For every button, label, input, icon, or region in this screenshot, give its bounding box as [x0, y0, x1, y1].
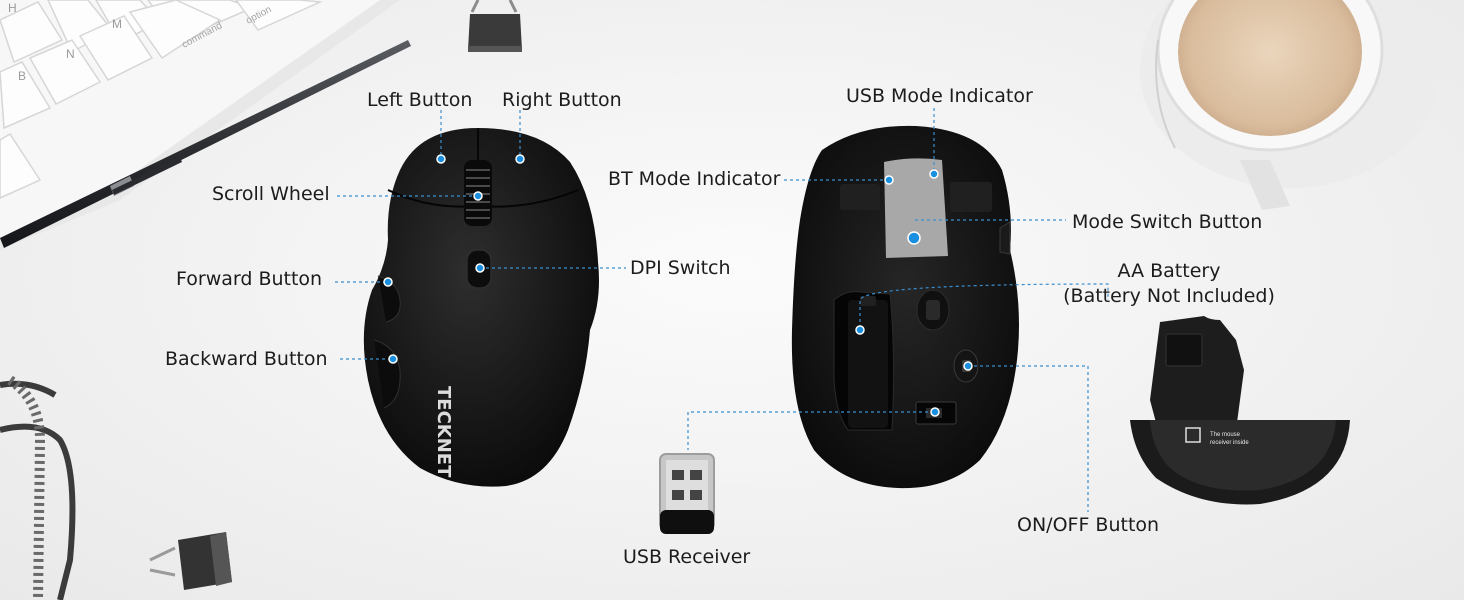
keyboard: B N M command option H	[0, 0, 400, 250]
key-m-label: M	[112, 17, 122, 31]
dot-backward-button	[388, 354, 398, 364]
binder-clip-top	[468, 0, 522, 52]
label-aa-battery: AA Battery	[1117, 260, 1221, 282]
cover-text-line1: The mouse	[1210, 432, 1241, 438]
coffee-cup	[1140, 0, 1440, 210]
dot-usb-mode-indicator	[929, 169, 939, 179]
label-usb-receiver: USB Receiver	[623, 546, 751, 568]
key-b-label: B	[18, 69, 26, 83]
usb-receiver	[659, 453, 715, 534]
dot-aa-battery	[855, 325, 865, 335]
binder-clip-bottom	[149, 532, 232, 590]
label-dpi-switch: DPI Switch	[630, 257, 731, 279]
glasses	[0, 375, 76, 600]
label-bt-mode-indicator: BT Mode Indicator	[608, 168, 781, 190]
pen	[0, 40, 411, 248]
dot-mode-switch-button	[907, 231, 921, 245]
label-battery-not-included: (Battery Not Included)	[1063, 285, 1275, 307]
dot-forward-button	[383, 277, 393, 287]
battery-cover: The mouse receiver inside	[1130, 316, 1350, 505]
callout-lines	[335, 108, 1109, 512]
dot-left-button	[436, 154, 446, 164]
mouse-top-view: TECKNET	[363, 128, 599, 487]
dot-dpi-switch	[475, 263, 485, 273]
label-on-off-button: ON/OFF Button	[1017, 514, 1160, 536]
label-right-button: Right Button	[502, 89, 622, 111]
callout-dots	[383, 154, 973, 417]
label-backward-button: Backward Button	[165, 348, 328, 370]
label-usb-mode-indicator: USB Mode Indicator	[846, 85, 1033, 107]
dot-right-button	[515, 154, 525, 164]
label-mode-switch-button: Mode Switch Button	[1072, 211, 1263, 233]
label-left-button: Left Button	[367, 89, 473, 111]
dot-bt-mode-indicator	[884, 175, 894, 185]
key-h-label: H	[8, 1, 17, 15]
cover-text-line2: receiver inside	[1210, 440, 1249, 446]
mouse-bottom-view	[791, 125, 1019, 489]
label-scroll-wheel: Scroll Wheel	[212, 183, 330, 205]
dot-scroll-wheel	[473, 191, 483, 201]
dot-usb-receiver	[930, 407, 940, 417]
brand-logo-top: TECKNET	[433, 386, 454, 478]
key-n-label: N	[66, 47, 75, 61]
label-forward-button: Forward Button	[176, 268, 323, 290]
dot-on-off-button	[963, 361, 973, 371]
